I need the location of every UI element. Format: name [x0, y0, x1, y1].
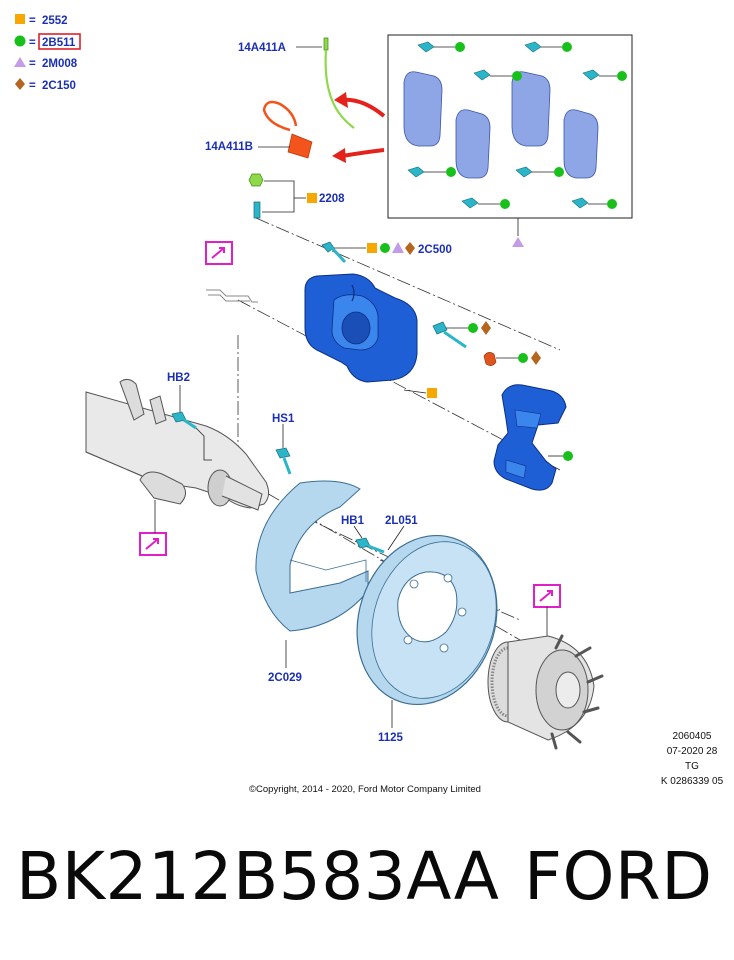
label-rotor: 1125: [378, 732, 404, 744]
legend-triangle-icon: [14, 57, 26, 67]
grease-dot-icon: [455, 42, 465, 52]
compound-diamond-icon: [481, 321, 491, 335]
brake-pad: [563, 109, 599, 179]
service-note-icon: [205, 241, 233, 265]
brake-pad: [511, 71, 551, 147]
compound-diamond-icon: [405, 242, 415, 255]
label-bolt-hb2: HB2: [167, 372, 190, 384]
caliper-bolt-group: [321, 241, 415, 264]
legend-code-circle: 2B511: [42, 37, 76, 49]
direction-arrow-icon: [332, 92, 386, 163]
legend-equals: =: [29, 58, 36, 70]
meta-line-4: K 0286339 05: [661, 776, 724, 787]
legend-diamond-icon: [15, 78, 25, 90]
bolt-hb2: [171, 385, 212, 461]
brand-name: FORD: [524, 838, 713, 915]
wheel-hub: [487, 634, 604, 750]
pad-clip: [582, 69, 600, 81]
pin-boot: [483, 352, 497, 366]
drawing-metadata: 2060405 07-2020 28 TG K 0286339 05: [661, 731, 724, 787]
label-sensor-green: 14A411A: [238, 42, 286, 54]
service-note-icon: [533, 584, 561, 608]
sealant-square-icon: [307, 193, 317, 203]
splash-shield: [255, 480, 369, 668]
brake-pad: [455, 109, 491, 179]
label-bolt-hs1: HS1: [272, 413, 295, 425]
label-bleeder: 2208: [319, 193, 345, 205]
brake-rotor: [356, 534, 498, 728]
legend-square-icon: [15, 14, 25, 24]
grease-dot-icon: [468, 323, 478, 333]
legend-highlight-box: [38, 33, 81, 50]
grease-dot-icon: [446, 167, 456, 177]
sealant-square-icon: [367, 243, 377, 253]
legend-code-diamond: 2C150: [42, 80, 76, 92]
sensor-bracket: [206, 289, 258, 303]
copyright-notice: ©Copyright, 2014 - 2020, Ford Motor Comp…: [249, 784, 481, 795]
label-sensor-red: 14A411B: [205, 141, 253, 153]
wear-sensor-red: [258, 100, 313, 159]
grease-dot-icon: [607, 199, 617, 209]
wear-sensor-green: [296, 37, 355, 129]
label-bolt-2l051: 2L051: [385, 515, 418, 527]
legend-equals: =: [29, 15, 36, 27]
lubricant-triangle-icon: [512, 237, 524, 247]
grease-dot-icon: [617, 71, 627, 81]
bolt-hs1: [275, 424, 292, 475]
part-caption: BK212B583AA FORD: [0, 820, 734, 940]
grease-dot-icon: [563, 451, 573, 461]
brake-pad: [403, 71, 443, 147]
meta-line-2: 07-2020 28: [667, 746, 718, 757]
meta-line-3: TG: [685, 761, 699, 772]
service-note-icon: [139, 532, 167, 556]
pad-clip: [571, 197, 589, 209]
caliper-guide-pin: [432, 321, 541, 366]
label-caliper-bolt: 2C500: [418, 244, 452, 256]
legend-code-square: 2552: [42, 15, 68, 27]
label-splash-shield: 2C029: [268, 672, 302, 684]
label-bolt-hb1: HB1: [341, 515, 365, 527]
grease-dot-icon: [380, 243, 390, 253]
sealant-square-icon: [427, 388, 437, 398]
grease-dot-icon: [518, 353, 528, 363]
brake-caliper: [304, 273, 437, 398]
steering-knuckle: [85, 378, 270, 511]
grease-dot-icon: [554, 167, 564, 177]
legend-circle-icon: [14, 35, 26, 47]
grease-dot-icon: [512, 71, 522, 81]
grease-dot-icon: [500, 199, 510, 209]
bolt-hb1: [353, 525, 405, 554]
legend-equals: =: [29, 37, 36, 49]
compound-diamond-icon: [531, 351, 541, 365]
lubricant-triangle-icon: [392, 242, 404, 253]
legend-equals: =: [29, 80, 36, 92]
meta-line-1: 2060405: [673, 731, 712, 742]
part-number: BK212B583AA: [16, 838, 500, 915]
legend-code-triangle: 2M008: [42, 58, 78, 70]
grease-dot-icon: [562, 42, 572, 52]
pad-clip: [473, 69, 491, 81]
legend: = 2552 = 2B511 = 2M008 = 2C150: [14, 14, 81, 92]
caliper-anchor-bracket: [493, 384, 573, 491]
brake-pads-kit: [387, 34, 633, 247]
bleeder-screw: [248, 173, 317, 219]
pad-clip: [461, 197, 479, 209]
